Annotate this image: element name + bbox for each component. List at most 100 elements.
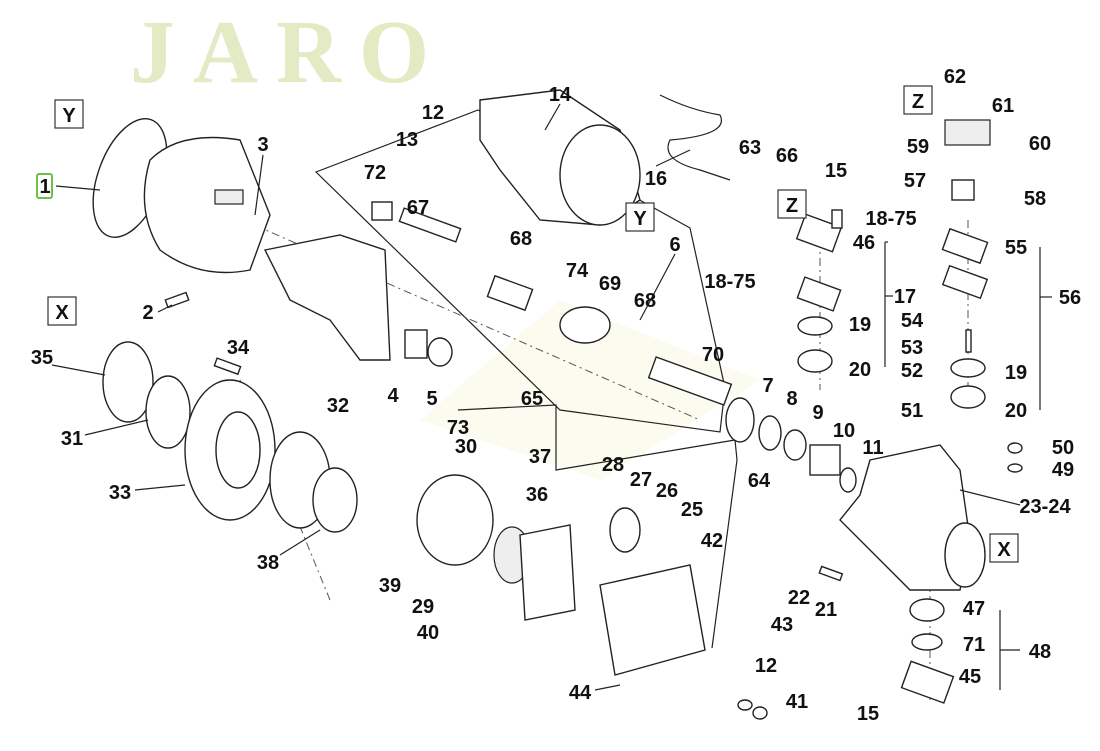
part-label[interactable]: 73 <box>447 417 469 439</box>
part-label[interactable]: 19 <box>1005 362 1027 384</box>
seal-part[interactable] <box>725 397 755 443</box>
part-label[interactable]: 14 <box>549 84 572 106</box>
yoke-part[interactable] <box>559 306 611 344</box>
sensor-cover-part[interactable] <box>944 119 991 146</box>
part-label[interactable]: 7 <box>762 375 773 397</box>
part-label[interactable]: 54 <box>901 310 924 332</box>
part-label[interactable]: 43 <box>771 614 793 636</box>
part-label[interactable]: 30 <box>455 436 477 458</box>
part-label[interactable]: 69 <box>599 273 621 295</box>
part-label[interactable]: 23-24 <box>1019 496 1071 518</box>
seal-part[interactable] <box>797 316 833 336</box>
planetary-ring-part[interactable] <box>519 524 576 621</box>
part-label[interactable]: 22 <box>788 587 810 609</box>
stud-part[interactable] <box>213 357 242 376</box>
part-label[interactable]: 36 <box>526 484 548 506</box>
part-label[interactable]: 25 <box>681 499 703 521</box>
ring-gear-part[interactable] <box>416 474 494 566</box>
part-label[interactable]: 39 <box>379 575 401 597</box>
part-label[interactable]: 56 <box>1059 287 1081 309</box>
part-label[interactable]: 33 <box>109 482 131 504</box>
part-label[interactable]: 67 <box>407 197 429 219</box>
part-label[interactable]: 40 <box>417 622 439 644</box>
part-label[interactable]: 60 <box>1029 133 1051 155</box>
part-label[interactable]: 19 <box>849 314 871 336</box>
part-label[interactable]: 31 <box>61 428 83 450</box>
shaft-part[interactable] <box>398 207 462 243</box>
part-label[interactable]: 68 <box>510 228 532 250</box>
part-label[interactable]: 35 <box>31 347 53 369</box>
part-label[interactable]: 8 <box>786 388 797 410</box>
part-label[interactable]: 17 <box>894 286 916 308</box>
part-label[interactable]: 37 <box>529 446 551 468</box>
part-label[interactable]: 62 <box>944 66 966 88</box>
bearing-part[interactable] <box>145 375 191 449</box>
planetary-carrier-part[interactable] <box>599 564 706 676</box>
part-label[interactable]: 28 <box>602 454 624 476</box>
part-label[interactable]: 12 <box>422 102 444 124</box>
king-pin-cap-part[interactable] <box>795 213 843 253</box>
snap-ring-part[interactable] <box>839 467 857 493</box>
part-label[interactable]: 71 <box>963 634 985 656</box>
washer-part[interactable] <box>783 429 807 461</box>
part-label[interactable]: 55 <box>1005 237 1027 259</box>
needle-bearing-part[interactable] <box>404 329 428 359</box>
part-label[interactable]: 42 <box>701 530 723 552</box>
shim-part[interactable] <box>941 264 989 300</box>
washer-part[interactable] <box>1007 463 1023 473</box>
part-label[interactable]: 52 <box>901 360 923 382</box>
part-label[interactable]: 45 <box>959 666 981 688</box>
part-label[interactable]: 46 <box>853 232 875 254</box>
part-label[interactable]: 20 <box>849 359 871 381</box>
part-label[interactable]: 64 <box>748 470 771 492</box>
pin-part[interactable] <box>965 329 972 353</box>
washer-part[interactable] <box>737 699 753 711</box>
bearing-cone-part[interactable] <box>312 467 358 533</box>
part-label[interactable]: 27 <box>630 469 652 491</box>
housing-part[interactable] <box>143 136 271 274</box>
part-label[interactable]: 38 <box>257 552 279 574</box>
part-label[interactable]: 18-75 <box>704 271 755 293</box>
planet-gear-part[interactable] <box>609 507 641 553</box>
part-label[interactable]: 57 <box>904 170 926 192</box>
part-label[interactable]: 34 <box>227 337 250 359</box>
part-label[interactable]: 26 <box>656 480 678 502</box>
part-label[interactable]: 41 <box>786 691 808 713</box>
part-label[interactable]: 16 <box>645 168 667 190</box>
part-label[interactable]: 47 <box>963 598 985 620</box>
part-label[interactable]: 48 <box>1029 641 1051 663</box>
part-label[interactable]: 12 <box>755 655 777 677</box>
part-label[interactable]: 66 <box>776 145 798 167</box>
king-pin-cap-part[interactable] <box>941 227 989 265</box>
part-label[interactable]: 15 <box>857 703 879 725</box>
part-label[interactable]: 70 <box>702 344 724 366</box>
part-label[interactable]: 20 <box>1005 400 1027 422</box>
part-label[interactable]: 3 <box>257 134 268 156</box>
part-label[interactable]: 63 <box>739 137 761 159</box>
part-label[interactable]: 10 <box>833 420 855 442</box>
part-label[interactable]: 58 <box>1024 188 1046 210</box>
bearing-part[interactable] <box>909 598 945 622</box>
stub-shaft-part[interactable] <box>647 356 733 406</box>
part-label[interactable]: 53 <box>901 337 923 359</box>
part-label[interactable]: 44 <box>569 682 592 704</box>
part-label[interactable]: 49 <box>1052 459 1074 481</box>
part-label[interactable]: 6 <box>669 234 680 256</box>
part-label[interactable]: 32 <box>327 395 349 417</box>
bolt-part[interactable] <box>831 209 843 229</box>
king-pin-cap-part[interactable] <box>900 660 955 704</box>
part-label[interactable]: 1 <box>39 176 50 198</box>
part-label[interactable]: 21 <box>815 599 837 621</box>
part-label[interactable]: 29 <box>412 596 434 618</box>
part-label[interactable]: 68 <box>634 290 656 312</box>
bearing-part[interactable] <box>950 385 986 409</box>
axle-yoke-part[interactable] <box>263 234 391 361</box>
seal-part[interactable] <box>950 358 986 378</box>
part-label[interactable]: 5 <box>426 388 437 410</box>
bolt-part[interactable] <box>818 565 844 582</box>
part-label[interactable]: 61 <box>992 95 1014 117</box>
part-label[interactable]: 15 <box>825 160 847 182</box>
bolt-part[interactable] <box>164 291 190 309</box>
part-label[interactable]: 74 <box>566 260 589 282</box>
shim-part[interactable] <box>796 276 842 312</box>
